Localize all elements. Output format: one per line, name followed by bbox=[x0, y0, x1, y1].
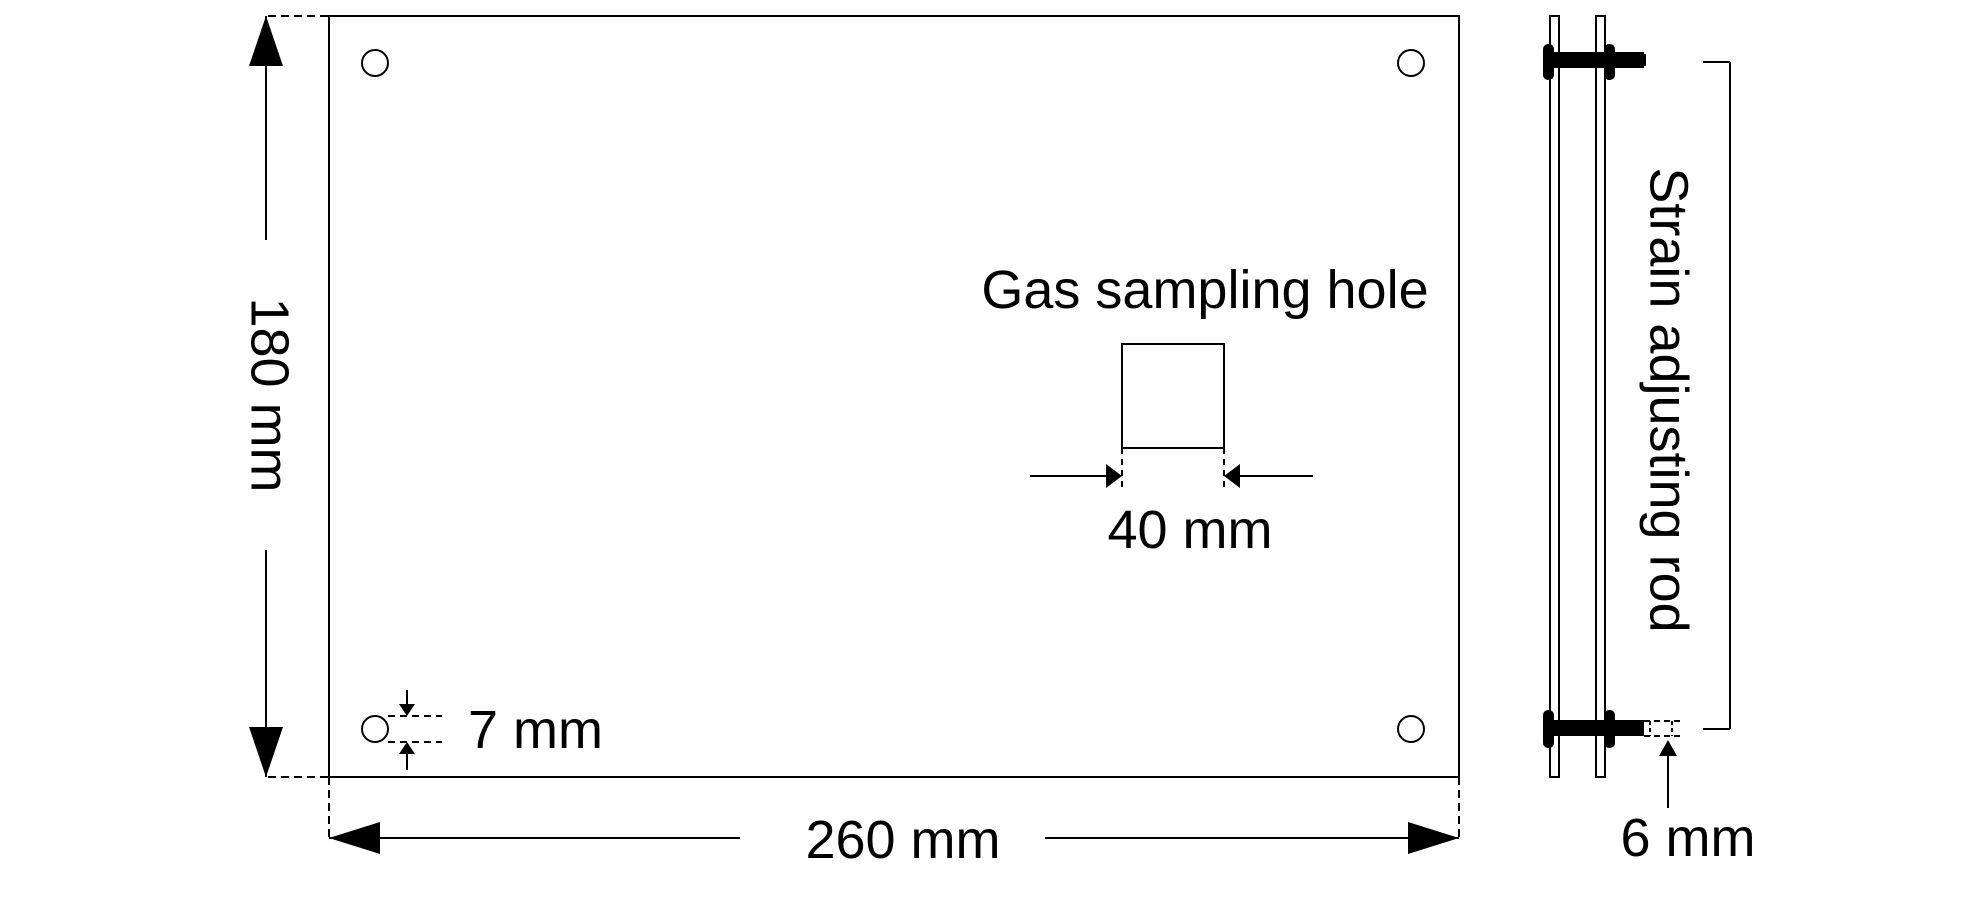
height-label: 180 mm bbox=[240, 297, 300, 492]
rod-bracket bbox=[1703, 61, 1731, 730]
hole-offset-dimension: 7 mm bbox=[388, 690, 603, 770]
corner-hole-top-left bbox=[361, 49, 389, 77]
corner-hole-top-right bbox=[1397, 49, 1425, 77]
side-view: Strain adjusting rod 6 mm bbox=[1543, 15, 1756, 868]
gap-label: 6 mm bbox=[1621, 808, 1756, 868]
corner-hole-bottom-left bbox=[361, 715, 389, 743]
hole-offset-label: 7 mm bbox=[468, 700, 603, 760]
width-dimension: 260 mm bbox=[328, 777, 1460, 870]
side-plate-right bbox=[1595, 15, 1606, 778]
height-arrowhead-bottom bbox=[249, 727, 283, 777]
side-plate-left bbox=[1549, 15, 1560, 778]
width-arrowhead-left bbox=[329, 822, 380, 854]
corner-hole-bottom-right bbox=[1397, 715, 1425, 743]
height-dimension: 180 mm bbox=[240, 15, 329, 778]
width-label: 260 mm bbox=[805, 810, 1000, 870]
gap-dimension: 6 mm bbox=[1621, 720, 1756, 868]
front-view: 180 mm 260 mm Gas sampling hole 40 mm bbox=[240, 15, 1460, 870]
offset-arrowhead-bottom bbox=[399, 742, 415, 754]
strain-rod-label: Strain adjusting rod bbox=[1639, 167, 1699, 632]
offset-arrowhead-top bbox=[399, 704, 415, 716]
strain-rod-bottom bbox=[1543, 710, 1644, 748]
plate-outline bbox=[328, 15, 1460, 778]
sampling-arrowhead-left bbox=[1106, 464, 1122, 488]
strain-rod-top bbox=[1543, 44, 1646, 80]
gas-sampling-hole: Gas sampling hole 40 mm bbox=[981, 260, 1428, 560]
width-arrowhead-right bbox=[1408, 822, 1459, 854]
sampling-hole-title: Gas sampling hole bbox=[981, 260, 1428, 320]
sampling-arrowhead-right bbox=[1224, 464, 1240, 488]
height-arrowhead-top bbox=[249, 16, 283, 66]
gap-arrowhead bbox=[1659, 740, 1677, 756]
sampling-hole-size-label: 40 mm bbox=[1107, 500, 1272, 560]
sampling-hole-square bbox=[1121, 343, 1225, 449]
